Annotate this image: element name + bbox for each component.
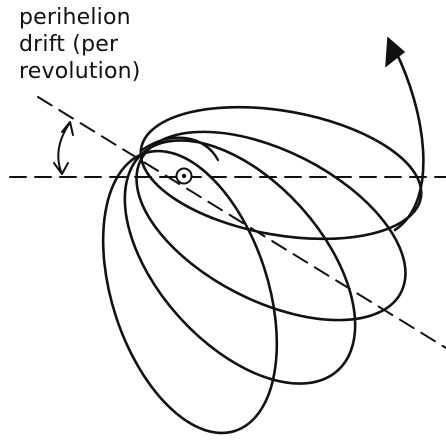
orbit-ellipse-1 <box>130 87 431 258</box>
orbit-ellipse-2 <box>107 93 435 359</box>
orbit-ellipse-3 <box>81 99 398 426</box>
sun-symbol-center-dot <box>182 174 186 178</box>
